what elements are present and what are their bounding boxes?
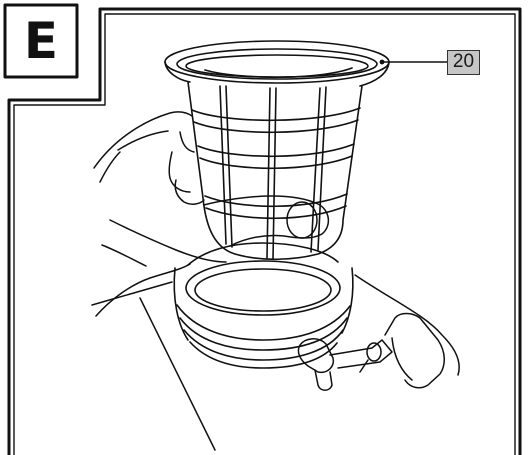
callout-leader [379, 59, 448, 65]
cup-collar [173, 242, 354, 369]
step-badge-frame [3, 3, 79, 79]
latch-clip [297, 312, 445, 391]
outer-frame [7, 7, 522, 455]
outer-frame-inner-line [13, 13, 516, 455]
part-callout-label: 20 [447, 50, 480, 75]
step-letter: E [23, 12, 59, 70]
hand [93, 111, 330, 317]
filter-basket [164, 40, 390, 261]
cloth-outline [91, 274, 460, 451]
